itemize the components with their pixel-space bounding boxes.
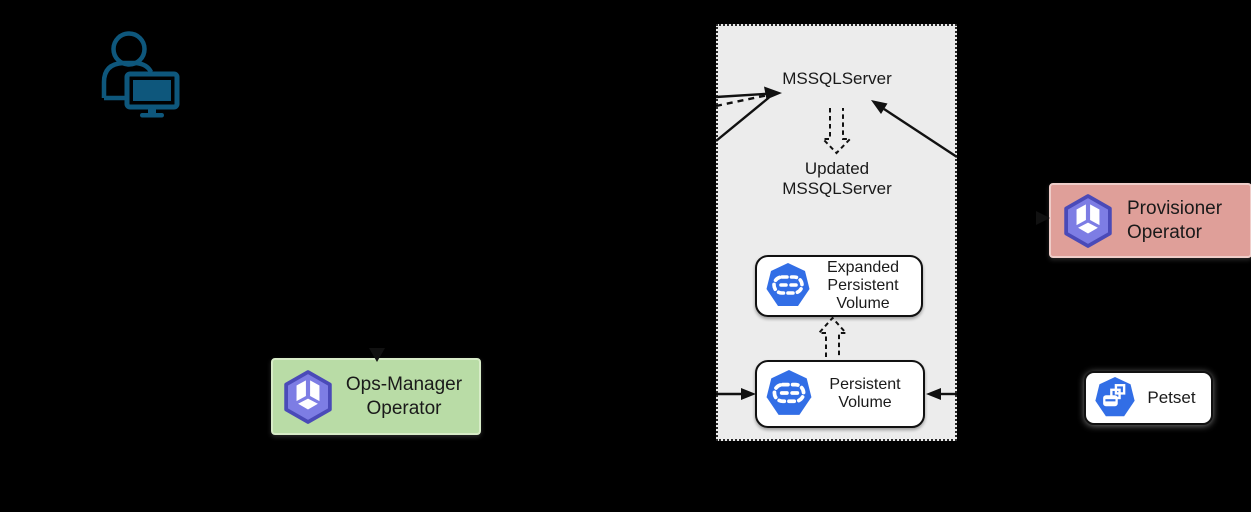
ops-manager-operator-label: Ops-Manager Operator — [345, 373, 463, 419]
updated-mssqlserver-label: Updated MSSQLServer — [782, 159, 892, 198]
operator-cube-icon — [1064, 193, 1112, 248]
operator-cube-icon — [284, 369, 332, 424]
arrowhead-into-provisioner — [1036, 211, 1050, 225]
petset-box: Petset — [1084, 371, 1213, 425]
provisioner-operator-label: Provisioner Operator — [1127, 197, 1223, 243]
mssqlserver-label: MSSQLServer — [782, 69, 892, 88]
persistent-volume-node: Persistent Volume — [755, 360, 925, 428]
kubernetes-pv-icon — [766, 263, 810, 306]
petset-label: Petset — [1147, 388, 1196, 407]
person-at-computer-icon — [101, 31, 180, 118]
pv-label: Persistent Volume — [829, 376, 901, 411]
provisioner-operator-box: Provisioner Operator — [1049, 183, 1251, 258]
expanded-persistent-volume-node: Expanded Persistent Volume — [755, 255, 923, 317]
kubernetes-pv-icon — [766, 370, 812, 415]
expanded-pv-label: Expanded Persistent Volume — [826, 259, 900, 312]
ops-manager-operator-box: Ops-Manager Operator — [271, 358, 481, 435]
kubernetes-petset-icon — [1095, 377, 1135, 417]
